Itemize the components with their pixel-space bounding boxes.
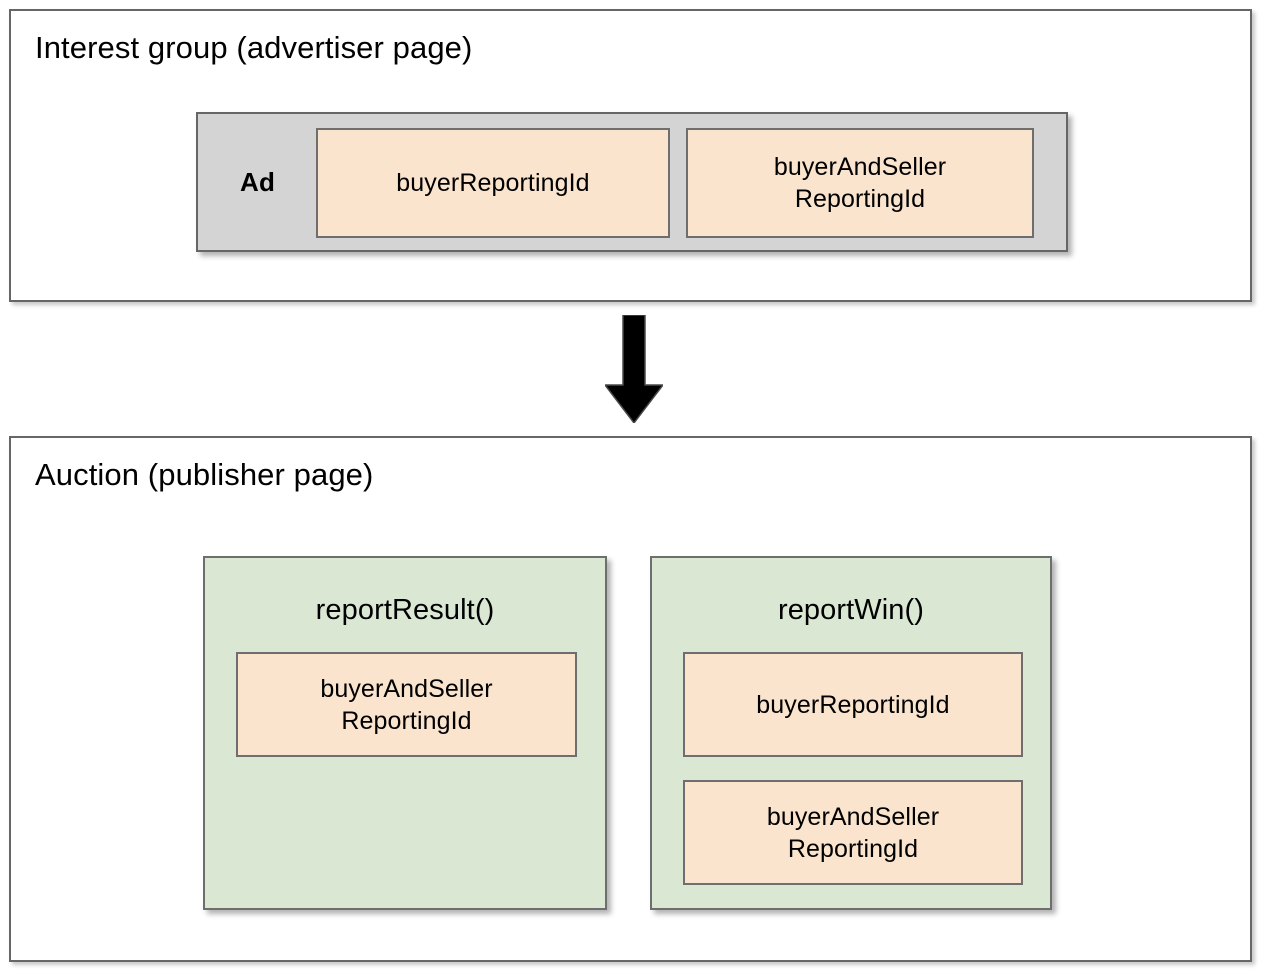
function-name-report-win: reportWin() [777, 594, 925, 626]
section-interest-group: Interest group (advertiser page) Ad buye… [9, 9, 1252, 302]
id-box-buyer-and-seller-reporting-id: buyerAndSeller ReportingId [683, 780, 1023, 885]
id-box-label-line2: ReportingId [341, 706, 472, 735]
id-box-label: buyerReportingId [396, 169, 590, 197]
id-box-label-line2: ReportingId [787, 834, 919, 863]
down-arrow-icon [605, 315, 663, 423]
function-box-report-result: reportResult() buyerAndSeller ReportingI… [203, 556, 607, 910]
id-box-label-line1: buyerAndSeller [773, 153, 947, 181]
id-box-label: buyerReportingId [756, 690, 950, 719]
id-box-buyer-reporting-id: buyerReportingId [683, 652, 1023, 757]
section-title-interest-group: Interest group (advertiser page) [35, 30, 473, 65]
id-box-label-line1: buyerAndSeller [766, 802, 940, 831]
id-box-buyer-and-seller-reporting-id: buyerAndSeller ReportingId [236, 652, 577, 757]
ad-container: Ad buyerReportingId buyerAndSeller Repor… [196, 112, 1068, 252]
id-box-label: buyerAndSeller ReportingId [320, 673, 492, 737]
section-auction: Auction (publisher page) reportResult() … [9, 436, 1252, 962]
ad-label: Ad [240, 166, 276, 197]
function-name-report-result: reportResult() [315, 594, 495, 626]
section-title-auction: Auction (publisher page) [35, 457, 374, 492]
id-box-label-line2: ReportingId [794, 185, 926, 213]
id-box-label: buyerAndSeller ReportingId [774, 151, 946, 215]
id-box-buyer-reporting-id: buyerReportingId [316, 128, 670, 238]
id-box-label: buyerAndSeller ReportingId [767, 801, 939, 865]
id-box-buyer-and-seller-reporting-id: buyerAndSeller ReportingId [686, 128, 1034, 238]
id-box-label-line1: buyerAndSeller [320, 674, 493, 703]
function-box-report-win: reportWin() buyerReportingId buyerAndSel… [650, 556, 1052, 910]
